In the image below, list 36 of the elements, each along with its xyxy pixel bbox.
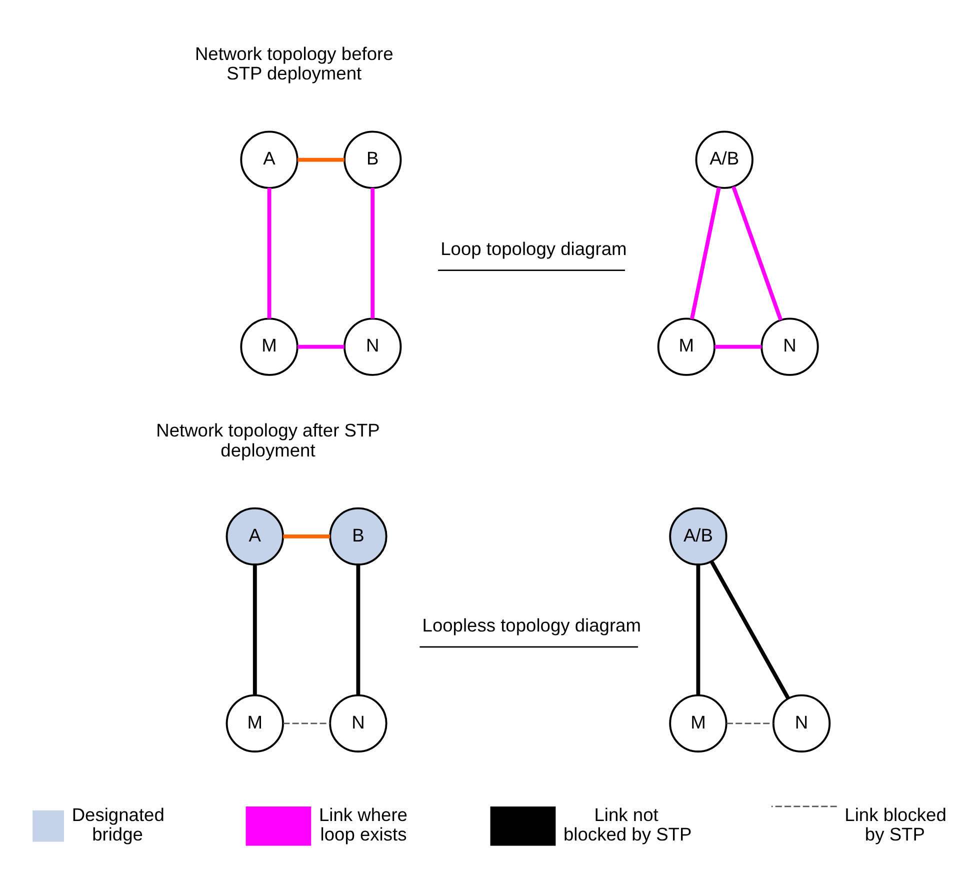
node-circle: N <box>344 318 402 376</box>
node-circle: A <box>240 130 298 189</box>
label: Loopless topology diagram <box>422 614 641 636</box>
node-circle: A/B <box>669 507 728 566</box>
legend-label: Link blocked by STP <box>844 804 946 845</box>
connector <box>283 534 330 538</box>
connector <box>696 564 700 696</box>
legend-label: Link not blocked by STP <box>564 804 692 845</box>
label: Network topology before STP deployment <box>194 43 394 84</box>
connector <box>252 564 257 696</box>
node-circle: N <box>772 694 831 753</box>
node-circle: B <box>329 507 388 566</box>
connector <box>690 187 721 320</box>
connector <box>732 186 783 321</box>
node-circle: N <box>329 694 388 753</box>
node-circle: A <box>226 507 284 566</box>
node-circle: M <box>669 694 728 753</box>
connector <box>714 344 762 349</box>
legend-label: Link where loop exists <box>318 804 408 845</box>
node-circle: M <box>657 318 716 376</box>
node-circle: A/B <box>695 130 754 189</box>
connector <box>370 188 375 319</box>
node-circle: B <box>344 130 402 189</box>
legend-label: Designated bridge <box>72 804 164 845</box>
node-circle: M <box>240 318 298 376</box>
connector <box>298 158 344 162</box>
label: Loop topology diagram <box>440 238 627 259</box>
connector <box>283 722 330 724</box>
connector <box>267 188 272 319</box>
connector <box>726 722 774 724</box>
node-circle: M <box>226 694 284 753</box>
label: Network topology after STP deployment <box>156 420 380 460</box>
node-circle: N <box>760 318 819 376</box>
connector <box>298 344 344 349</box>
connector <box>710 560 790 700</box>
connector <box>356 564 360 696</box>
